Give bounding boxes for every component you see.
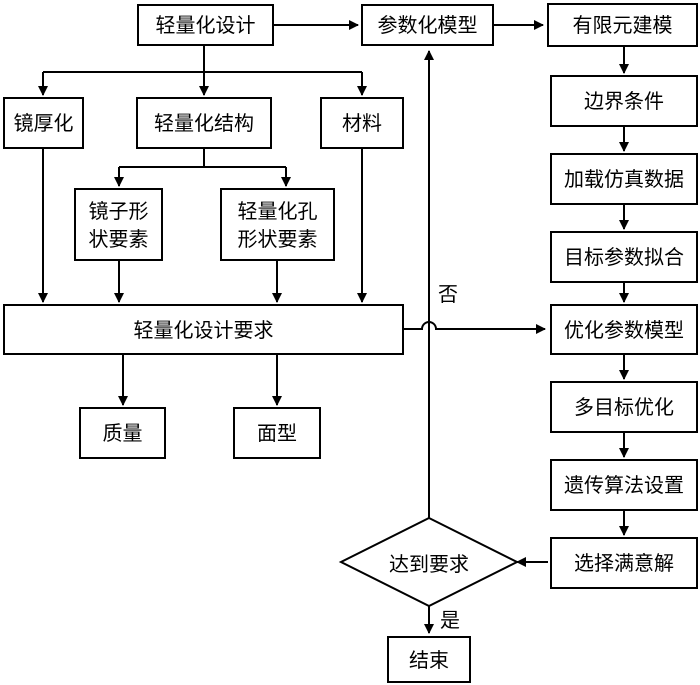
mirror-shape-box: 镜子形 状要素	[74, 188, 163, 261]
material-box: 材料	[320, 97, 404, 149]
hole-shape-line1: 轻量化孔	[237, 198, 318, 223]
lightweight-design-box: 轻量化设计	[137, 4, 274, 46]
hole-shape-box: 轻量化孔 形状要素	[220, 188, 335, 261]
arrow-req-to-optimized	[404, 321, 546, 334]
optimized-model-text: 优化参数模型	[564, 317, 684, 342]
no-label: 否	[438, 282, 458, 306]
surface-box: 面型	[233, 407, 321, 459]
decision-diamond	[338, 516, 520, 608]
requirements-text: 轻量化设计要求	[133, 317, 274, 342]
param-model-box: 参数化模型	[361, 4, 494, 46]
mirror-shape-line2: 状要素	[88, 226, 149, 251]
mirror-thickness-box: 镜厚化	[3, 97, 84, 149]
lightweight-structure-box: 轻量化结构	[136, 97, 272, 149]
end-text: 结束	[409, 647, 449, 672]
multi-objective-box: 多目标优化	[550, 381, 698, 433]
fit-box: 目标参数拟合	[550, 231, 698, 283]
ga-setup-text: 遗传算法设置	[564, 473, 684, 497]
lightweight-design-text: 轻量化设计	[155, 13, 256, 37]
load-sim-text: 加载仿真数据	[564, 167, 684, 191]
param-model-text: 参数化模型	[377, 13, 478, 37]
mass-box: 质量	[79, 407, 166, 459]
end-box: 结束	[387, 636, 471, 683]
material-text: 材料	[342, 111, 382, 135]
surface-text: 面型	[257, 421, 297, 445]
mirror-shape-line1: 镜子形	[88, 198, 149, 223]
fem-box: 有限元建模	[547, 3, 698, 47]
yes-label: 是	[440, 608, 460, 632]
mass-text: 质量	[102, 421, 143, 445]
select-solution-box: 选择满意解	[550, 537, 698, 589]
fit-text: 目标参数拟合	[564, 245, 684, 269]
optimized-model-box: 优化参数模型	[550, 304, 698, 355]
select-solution-text: 选择满意解	[574, 551, 674, 575]
ga-setup-box: 遗传算法设置	[550, 459, 698, 511]
boundary-text: 边界条件	[584, 89, 664, 113]
hole-shape-line2: 形状要素	[237, 226, 318, 251]
requirements-box: 轻量化设计要求	[3, 304, 404, 355]
multi-objective-text: 多目标优化	[574, 395, 674, 419]
fem-text: 有限元建模	[572, 13, 673, 37]
mirror-thickness-text: 镜厚化	[13, 111, 74, 135]
decision-text: 达到要求	[389, 551, 469, 576]
lightweight-structure-text: 轻量化结构	[154, 111, 254, 135]
load-sim-box: 加载仿真数据	[550, 153, 698, 205]
boundary-box: 边界条件	[550, 75, 698, 127]
